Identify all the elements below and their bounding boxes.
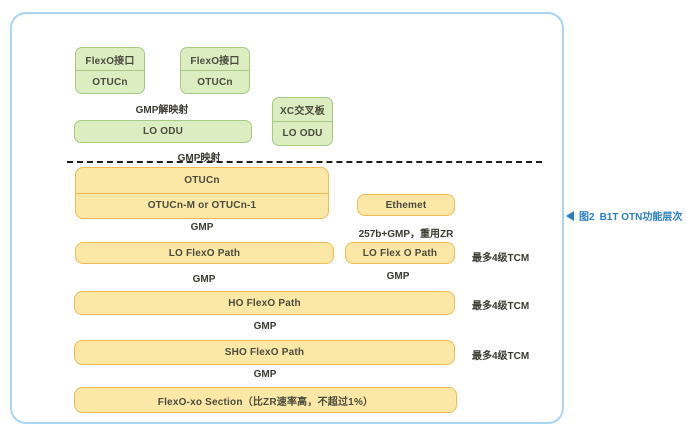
lo-flexo-path-box: LO FlexO Path (75, 242, 334, 264)
xc-cross-board-label: XC交叉板 (273, 98, 332, 122)
figure-frame: FlexO接口 OTUCn FlexO接口 OTUCn GMP解映射 LO OD… (10, 12, 564, 424)
tcm-note-3: 最多4级TCM (472, 351, 530, 362)
caption-arrow-icon (566, 210, 574, 221)
flexo-interface-box-2: FlexO接口 OTUCn (180, 47, 250, 94)
flexo-interface-box-1: FlexO接口 OTUCn (75, 47, 145, 94)
sho-flexo-path-box: SHO FlexO Path (74, 340, 455, 365)
gmp-demap-label: GMP解映射 (135, 105, 189, 116)
gmp-label-3: GMP (386, 271, 410, 282)
otucn-stack-box: OTUCn OTUCn-M or OTUCn-1 (75, 167, 329, 219)
caption-fig-number: 图2 (579, 212, 595, 223)
section-divider-dashed-line (67, 161, 542, 163)
xc-cross-board-box: XC交叉板 LO ODU (272, 97, 333, 146)
ho-flexo-path-box: HO FlexO Path (74, 291, 455, 315)
flexo-xo-section-box: FlexO-xo Section（比ZR速率高，不超过1%） (74, 387, 457, 413)
lo-odu-box: LO ODU (74, 120, 252, 143)
flexo-interface-label: FlexO接口 (181, 48, 249, 71)
gmp-label-1: GMP (190, 222, 214, 233)
figure-caption: 图2 B1T OTN功能层次 (566, 208, 682, 223)
caption-title: B1T OTN功能层次 (599, 212, 683, 223)
tcm-note-2: 最多4级TCM (472, 301, 530, 312)
gmp-label-5: GMP (253, 369, 277, 380)
lo-flex-o-path-box: LO Flex O Path (345, 242, 455, 264)
otucn-m-label: OTUCn-M or OTUCn-1 (147, 200, 257, 212)
lo-odu-label: LO ODU (282, 128, 323, 139)
gmp-map-label: GMP映射 (177, 153, 221, 164)
otucn-label: OTUCn (76, 168, 328, 194)
gmp-label-4: GMP (253, 321, 277, 332)
otucn-label: OTUCn (92, 76, 128, 88)
otucn-label: OTUCn (197, 76, 233, 88)
gmp-label-2: GMP (192, 274, 216, 285)
tcm-note-1: 最多4级TCM (472, 253, 530, 264)
zr-reuse-note: 257b+GMP，重用ZR (358, 229, 454, 240)
flexo-interface-label: FlexO接口 (76, 48, 144, 71)
ethernet-box: Ethemet (357, 194, 455, 216)
